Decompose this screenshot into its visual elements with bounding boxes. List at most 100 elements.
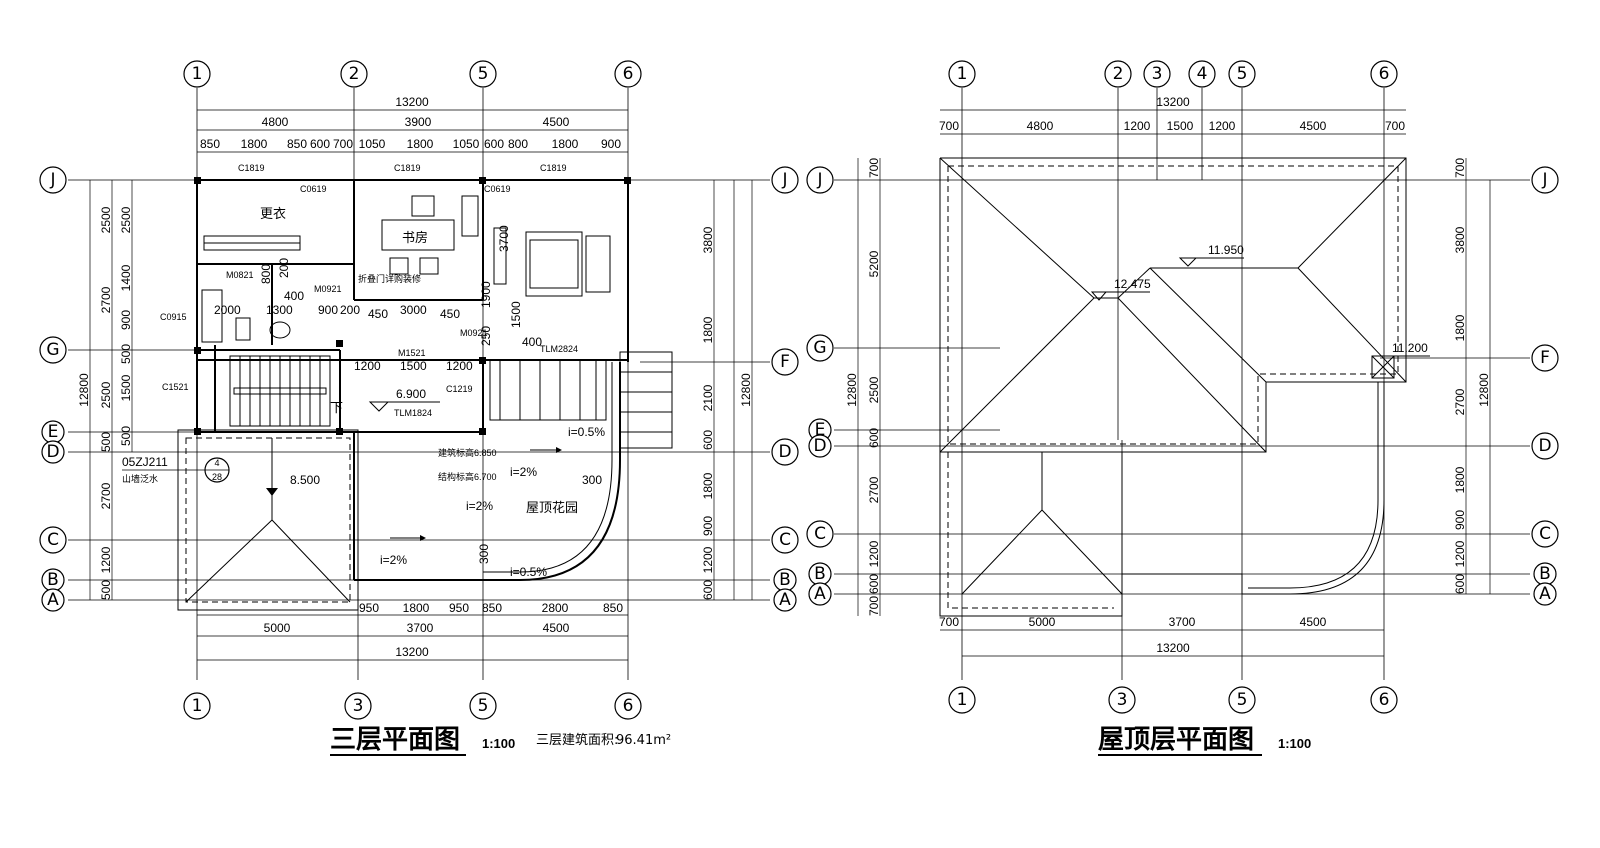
svg-text:2700: 2700 <box>867 476 881 503</box>
grid-bubble-left-D: D <box>41 440 65 464</box>
roof-title-block: 屋顶层平面图 1:100 <box>1098 725 1311 756</box>
roof-grid-bubble-top-4: 4 <box>1188 60 1216 88</box>
svg-text:1300: 1300 <box>266 303 293 317</box>
svg-text:1800: 1800 <box>701 472 715 499</box>
area-label: 三层建筑面积: <box>536 732 618 748</box>
svg-text:1900: 1900 <box>479 281 493 308</box>
svg-text:3: 3 <box>1152 64 1163 84</box>
roof-grid-bubble-top-2: 2 <box>1104 60 1132 88</box>
svg-text:900: 900 <box>701 516 715 536</box>
svg-text:700: 700 <box>1453 158 1467 178</box>
svg-text:C: C <box>779 530 791 550</box>
svg-text:600: 600 <box>867 428 881 448</box>
svg-text:5: 5 <box>478 696 489 716</box>
svg-text:2500: 2500 <box>867 376 881 403</box>
svg-text:4: 4 <box>1197 64 1208 84</box>
plan-title: 三层平面图 <box>330 725 460 755</box>
svg-text:1200: 1200 <box>867 540 881 567</box>
svg-text:1200: 1200 <box>701 546 715 573</box>
svg-text:900: 900 <box>601 137 621 151</box>
roof-grid-bubble-bottom-6: 6 <box>1370 686 1398 714</box>
roof-grid-bubble-bottom-3: 3 <box>1108 686 1136 714</box>
svg-text:2700: 2700 <box>1453 388 1467 415</box>
svg-text:1050: 1050 <box>453 137 480 151</box>
svg-text:1500: 1500 <box>509 301 523 328</box>
grid-bubble-top-6: 6 <box>614 60 642 88</box>
svg-text:C: C <box>814 524 826 544</box>
grid-bubble-right-J: J <box>771 166 799 194</box>
svg-text:850: 850 <box>287 137 307 151</box>
svg-text:5000: 5000 <box>264 621 291 635</box>
svg-text:4500: 4500 <box>1300 119 1327 133</box>
svg-text:G: G <box>46 340 59 360</box>
svg-text:2100: 2100 <box>701 384 715 411</box>
svg-text:1200: 1200 <box>446 359 473 373</box>
svg-text:500: 500 <box>119 344 133 364</box>
roof-grid-bubble-bottom-1: 1 <box>948 686 976 714</box>
bottom-dimensions: 950 1800 950 850 2800 850 5000 3700 4500… <box>197 601 628 661</box>
staircase: 下 <box>229 355 343 427</box>
roof-grid-bubble-left-G: G <box>806 334 834 362</box>
svg-text:05ZJ211: 05ZJ211 <box>122 455 168 469</box>
roof-grid-bubble-bottom-5: 5 <box>1228 686 1256 714</box>
svg-text:2500: 2500 <box>99 206 113 233</box>
door-tag: TLM1824 <box>394 408 432 418</box>
svg-text:J: J <box>781 170 787 190</box>
svg-text:D: D <box>1538 436 1551 456</box>
svg-text:13200: 13200 <box>395 645 429 659</box>
svg-text:i=0.5%: i=0.5% <box>568 425 605 439</box>
svg-text:13200: 13200 <box>1156 95 1190 109</box>
plan-scale: 1:100 <box>482 736 515 751</box>
svg-text:C: C <box>47 530 59 550</box>
svg-text:800: 800 <box>259 264 273 284</box>
roof-left-dimensions: 12800 700 5200 2500 600 2700 1200 600 70… <box>845 158 881 616</box>
svg-text:4500: 4500 <box>543 115 570 129</box>
window-tag: C1819 <box>540 163 567 173</box>
svg-text:3: 3 <box>1117 690 1128 710</box>
detail-callout: 05ZJ211 山墙泛水 4 28 <box>122 455 230 484</box>
svg-text:200: 200 <box>277 258 291 278</box>
svg-text:13200: 13200 <box>1156 641 1190 655</box>
roof-grid-bubble-right-A: A <box>1533 582 1557 606</box>
svg-text:3700: 3700 <box>497 225 511 252</box>
svg-text:2700: 2700 <box>99 482 113 509</box>
lower-roof <box>939 382 1385 617</box>
svg-text:i=2%: i=2% <box>510 465 537 479</box>
svg-text:28: 28 <box>212 472 222 482</box>
svg-text:1200: 1200 <box>1453 540 1467 567</box>
svg-text:950: 950 <box>359 601 379 615</box>
window-tag: C0619 <box>484 184 511 194</box>
roof-bottom-dimensions: 700 5000 3700 4500 13200 <box>939 615 1384 657</box>
svg-text:下: 下 <box>330 401 343 416</box>
room-study-label: 书房 <box>402 230 428 246</box>
roof-grid-bubble-left-D: D <box>808 434 832 458</box>
upper-roof <box>939 157 1407 453</box>
svg-text:400: 400 <box>284 289 304 303</box>
door-tag: M0821 <box>226 270 254 280</box>
svg-text:1800: 1800 <box>407 137 434 151</box>
svg-text:450: 450 <box>440 307 460 321</box>
svg-text:11.950: 11.950 <box>1208 243 1244 257</box>
svg-text:250: 250 <box>479 326 493 346</box>
roof-grid-bubble-left-C: C <box>806 520 834 548</box>
svg-text:2: 2 <box>349 64 360 84</box>
grid-bubble-right-C: C <box>771 526 799 554</box>
svg-text:4500: 4500 <box>1300 615 1327 629</box>
roof-top-dimensions: 13200 700 4800 1200 1500 1200 4500 700 <box>939 95 1406 135</box>
roof-plan: 1 2 3 4 5 6 1 3 5 6 J G E D C B A J F D … <box>806 60 1559 756</box>
window-tag: C1819 <box>394 163 421 173</box>
svg-text:300: 300 <box>477 544 491 564</box>
svg-text:3: 3 <box>353 696 364 716</box>
svg-text:12800: 12800 <box>739 373 753 407</box>
window-tag: C1521 <box>162 382 189 392</box>
grid-bubble-bottom-3: 3 <box>344 692 372 720</box>
roof-right-dimensions: 700 3800 1800 2700 1800 900 1200 600 128… <box>1453 158 1491 594</box>
svg-text:5: 5 <box>1237 64 1248 84</box>
svg-text:600: 600 <box>701 430 715 450</box>
svg-text:2: 2 <box>1113 64 1124 84</box>
svg-text:5: 5 <box>1237 690 1248 710</box>
svg-text:900: 900 <box>1453 510 1467 530</box>
roof-grid-bubble-right-D: D <box>1531 432 1559 460</box>
grid-bubble-right-B: B <box>773 568 797 592</box>
svg-text:3900: 3900 <box>405 115 432 129</box>
